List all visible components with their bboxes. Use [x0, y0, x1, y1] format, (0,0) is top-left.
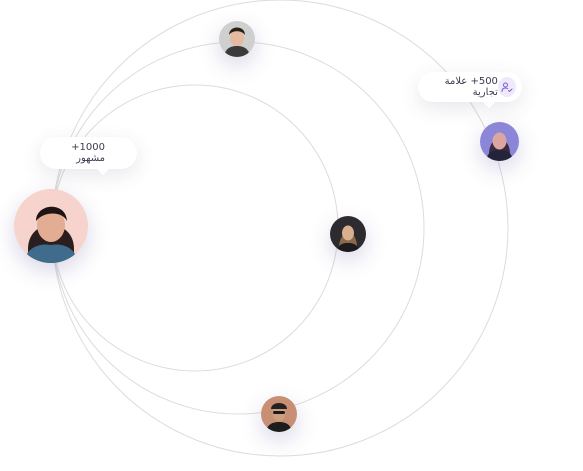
avatar-woman-center: [330, 216, 366, 252]
users-check-icon: [497, 77, 516, 97]
brands-count-tooltip: 500+ علامة تجارية: [418, 72, 522, 102]
celebrities-count-text: 1000+ مشهور: [71, 142, 105, 164]
avatar-woman-right: [480, 122, 519, 161]
avatar-man-bottom: [261, 396, 297, 432]
orbit-ring-inner: [51, 84, 339, 372]
celebrities-count-tooltip: 1000+ مشهور: [40, 137, 137, 169]
avatar-woman-large: [14, 189, 88, 263]
orbit-ring-middle: [51, 41, 425, 415]
avatar-man-top: [219, 21, 255, 57]
orbit-ring-outer: [51, 0, 509, 457]
brands-count-text: 500+ علامة تجارية: [444, 76, 498, 98]
